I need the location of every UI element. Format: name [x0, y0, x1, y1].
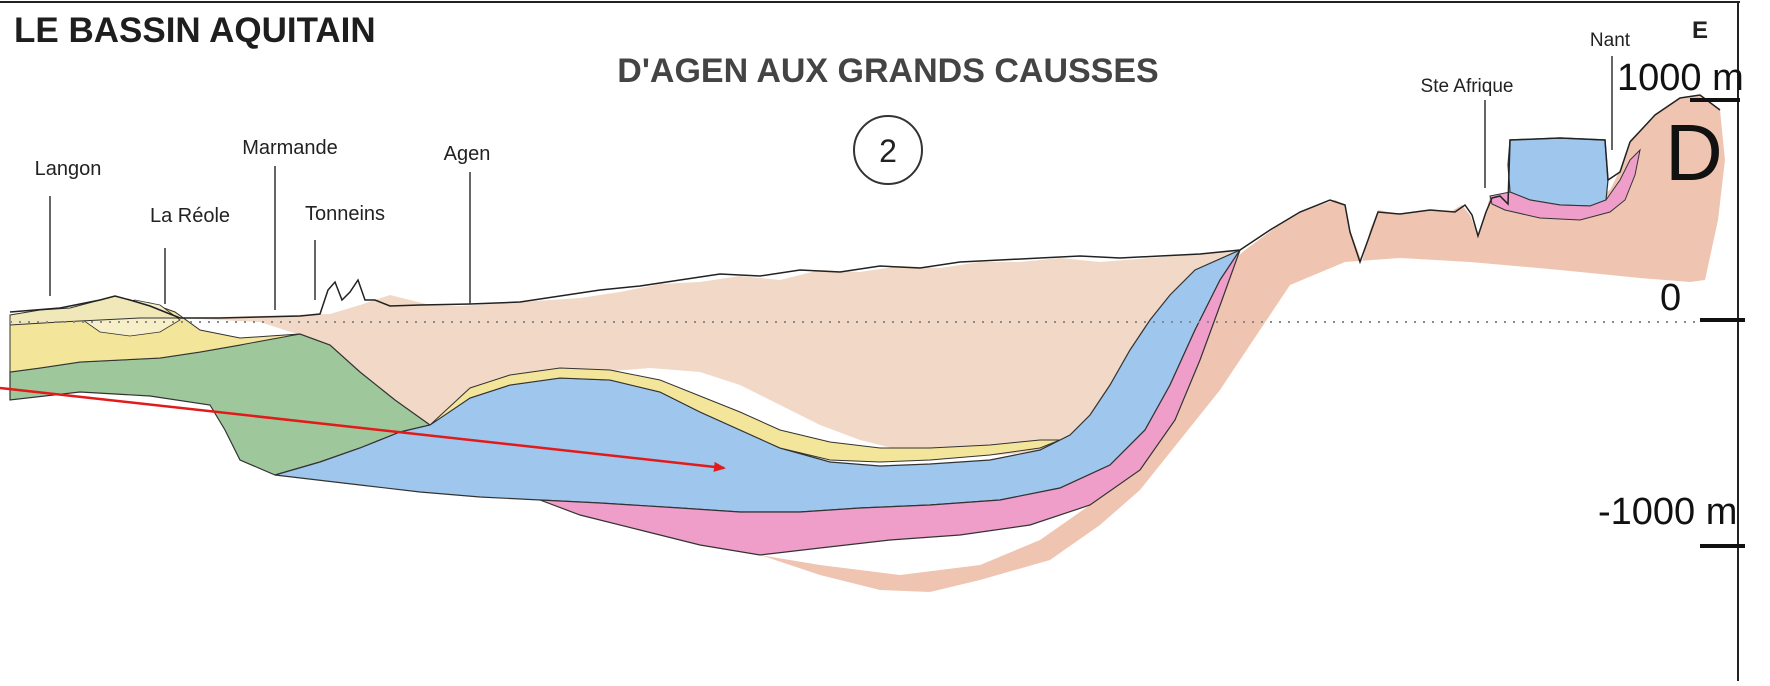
- section-number-badge: 2: [854, 116, 922, 184]
- place-label-la-reole: La Réole: [150, 205, 230, 227]
- end-letter: D: [1665, 108, 1723, 197]
- scale-label-zero: 0: [1660, 277, 1681, 319]
- place-label-langon: Langon: [35, 158, 102, 180]
- scale-label-1000: 1000 m: [1617, 57, 1744, 99]
- causse-blue-block: [1508, 138, 1608, 206]
- basin-title: LE BASSIN AQUITAIN: [14, 11, 376, 50]
- place-label-marmande: Marmande: [242, 137, 338, 159]
- place-label-agen: Agen: [444, 143, 491, 165]
- scale-label-minus-1000: -1000 m: [1598, 491, 1737, 533]
- east-marker: E: [1692, 17, 1708, 44]
- section-title: D'AGEN AUX GRANDS CAUSSES: [617, 52, 1158, 90]
- place-label-tonneins: Tonneins: [305, 203, 385, 225]
- section-number: 2: [879, 133, 897, 169]
- place-label-nant: Nant: [1590, 30, 1631, 51]
- place-label-ste-afrique: Ste Afrique: [1421, 76, 1514, 97]
